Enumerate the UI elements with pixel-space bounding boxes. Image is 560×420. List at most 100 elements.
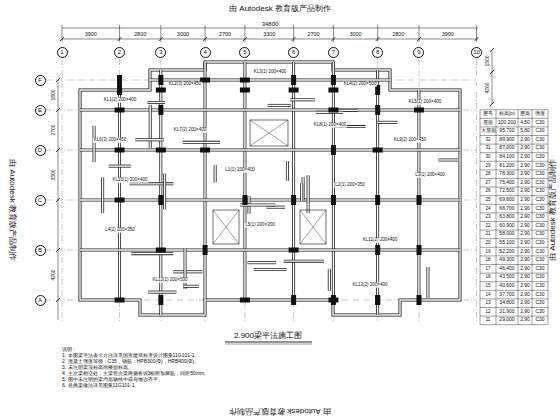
table-rule [532, 110, 533, 325]
table-cell: C30 [535, 223, 544, 228]
beam-annotation: L3(1) 200×400 [414, 173, 445, 178]
table-cell: 2.90 [520, 180, 530, 185]
table-cell: 2.90 [520, 283, 530, 288]
table-cell: 95.700 [499, 129, 514, 134]
watermark: 由 Autodesk 教育版产品制作 [549, 159, 557, 261]
beam-line [150, 79, 390, 80]
table-rule [480, 247, 548, 248]
column-section [375, 245, 380, 255]
dimension-text: 3000 [348, 32, 362, 38]
axis-line [45, 200, 476, 201]
dimension-text: 2700 [218, 32, 232, 38]
beam-line [135, 138, 164, 141]
column-section [328, 88, 338, 93]
beam-annotation: KL4(2) 200×500 [343, 82, 377, 87]
dimension-text: 3000 [176, 32, 190, 38]
watermark: 由 Autodesk 教育版产品制作 [229, 407, 331, 415]
table-cell: C30 [535, 301, 544, 306]
beam-line [183, 142, 220, 143]
table-cell: 12 [485, 309, 490, 314]
axis-bubble: 8 [372, 47, 383, 58]
table-cell: 18 [485, 258, 490, 263]
table-cell: 69.600 [499, 197, 514, 202]
table-cell: C30 [535, 120, 544, 125]
table-rule [480, 230, 548, 231]
table-rule [480, 110, 481, 325]
column-section [156, 88, 166, 93]
table-cell: 层号 [483, 112, 493, 117]
beam-line [214, 165, 215, 182]
table-rule [480, 264, 548, 265]
beam-line [80, 149, 460, 152]
beam-line [290, 99, 315, 100]
table-rule [480, 126, 548, 127]
table-rule [480, 161, 548, 162]
column-section [414, 108, 424, 113]
table-rule [480, 187, 548, 188]
dimension-tick [56, 148, 60, 152]
table-rule [518, 110, 519, 325]
dimension-text: 3300 [262, 32, 276, 38]
dimension-tick [203, 37, 207, 41]
table-cell: 24 [485, 206, 490, 211]
beam-line [130, 183, 174, 184]
table-cell: C30 [535, 215, 544, 220]
beam-annotation: KL11(2) 200×400 [362, 238, 399, 243]
table-rule [480, 281, 548, 282]
axis-bubble: B [35, 245, 46, 256]
table-cell: C30 [535, 206, 544, 211]
table-cell: 11 [486, 318, 491, 323]
column-section [115, 198, 125, 203]
table-cell: 14 [485, 292, 490, 297]
column-section [375, 105, 380, 115]
table-rule [480, 135, 548, 136]
table-rule [480, 109, 548, 110]
axis-number: 9 [417, 49, 420, 55]
beam-line [438, 159, 458, 160]
dimension-text: 2800 [133, 32, 147, 38]
table-rule [480, 118, 548, 119]
beam-line [130, 182, 174, 185]
column-section [416, 195, 421, 205]
table-cell: 78.300 [499, 172, 514, 177]
table-cell: 15 [485, 284, 490, 289]
beam-line [80, 109, 460, 112]
axis-number: D [38, 147, 42, 153]
table-cell: 52.200 [499, 249, 514, 254]
beam-line [287, 161, 288, 181]
note-line: 3. 未注明梁顶标高同楼面标高。 [62, 365, 133, 370]
beam-line [307, 175, 310, 213]
table-cell: 43.500 [499, 275, 514, 280]
table-cell: 2.90 [520, 206, 530, 211]
axis-number: 4 [203, 49, 206, 55]
column-section [291, 295, 296, 305]
table-rule [480, 307, 548, 308]
table-cell: 84.100 [499, 154, 514, 159]
table-cell: 37.700 [499, 292, 514, 297]
table-cell: 28 [485, 172, 490, 177]
axis-bubble: 3 [155, 47, 166, 58]
beam-line [131, 253, 173, 254]
table-cell: 46.400 [499, 266, 514, 271]
axis-bubble: 7 [328, 47, 339, 58]
column-section [375, 295, 380, 305]
beam-line [147, 102, 164, 103]
dimension-tick [118, 37, 122, 41]
beam-line [292, 62, 295, 300]
dimension-text: 1500 [485, 54, 490, 67]
table-rule [480, 152, 548, 153]
table-cell: 34.800 [499, 301, 514, 306]
column-section [331, 145, 336, 155]
axis-bubble: E [35, 105, 46, 116]
beam-line [307, 175, 308, 213]
table-cell: 63.800 [499, 215, 514, 220]
table-cell: 17 [485, 266, 490, 271]
table-cell: C30 [535, 137, 544, 142]
table-cell: 23 [485, 215, 490, 220]
table-cell: 30 [485, 155, 490, 160]
column-section [289, 248, 299, 253]
axis-line [418, 59, 419, 322]
table-cell: 22 [485, 223, 490, 228]
column-section [156, 248, 166, 253]
beam-annotation: KL3(1) 200×400 [253, 70, 287, 75]
